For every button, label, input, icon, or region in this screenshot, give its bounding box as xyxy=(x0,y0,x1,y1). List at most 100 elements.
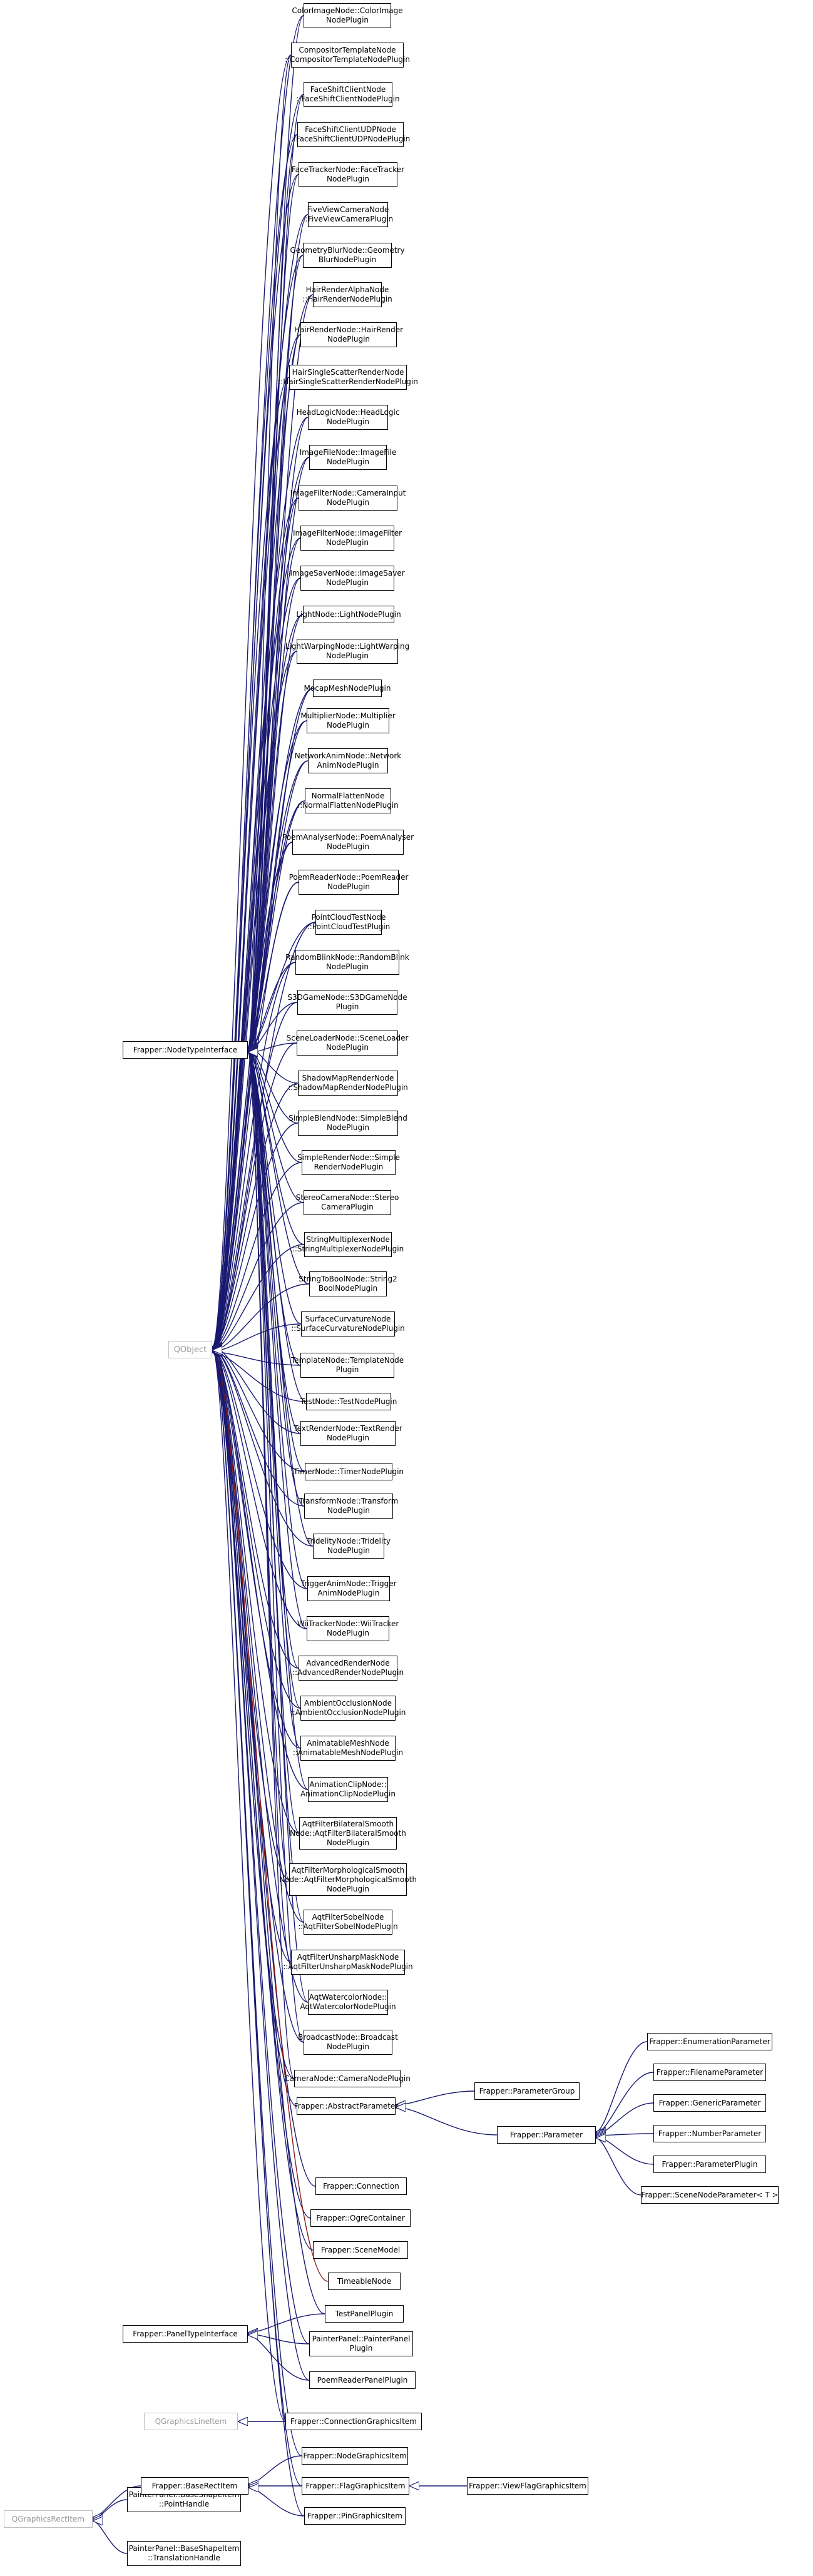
class-node-scene-model[interactable]: Frapper::SceneModel xyxy=(313,2241,408,2259)
class-node-n45[interactable]: AnimatableMeshNode::AnimatableMeshNodePl… xyxy=(293,1736,403,1761)
class-node-label: PainterPanel::PainterPanel xyxy=(312,2334,411,2343)
class-node-label: NetworkAnimNode::Network xyxy=(294,751,402,760)
class-node-filename-param[interactable]: Frapper::FilenameParameter xyxy=(653,2064,766,2081)
class-node-n04[interactable]: FaceShiftClientUDPNode::FaceShiftClientU… xyxy=(291,122,410,147)
class-node-n28[interactable]: ShadowMapRenderNode::ShadowMapRenderNode… xyxy=(288,1071,408,1096)
class-node-label: ImageSaverNode::ImageSaver xyxy=(290,569,405,578)
class-node-parameter[interactable]: Frapper::Parameter xyxy=(497,2126,596,2144)
class-node-n16[interactable]: LightNode::LightNodePlugin xyxy=(296,606,401,623)
class-node-n53[interactable]: CameraNode::CameraNodePlugin xyxy=(284,2070,411,2087)
inheritance-edge xyxy=(248,1047,309,1790)
class-node-label: NodePlugin xyxy=(327,882,371,891)
class-node-viewflag-graphics[interactable]: Frapper::ViewFlagGraphicsItem xyxy=(467,2477,588,2495)
class-node-n51[interactable]: AqtWatercolorNode::AqtWatercolorNodePlug… xyxy=(300,1990,396,2015)
class-node-n18[interactable]: MocapMeshNodePlugin xyxy=(304,680,391,697)
class-node-n43[interactable]: AdvancedRenderNode::AdvancedRenderNodePl… xyxy=(292,1656,404,1681)
class-node-abstract-param[interactable]: Frapper::AbstractParameter xyxy=(294,2097,398,2115)
class-node-test-panel[interactable]: TestPanelPlugin xyxy=(325,2305,404,2323)
class-node-base-rect[interactable]: Frapper::BaseRectItem xyxy=(141,2477,248,2495)
class-node-translation-handle[interactable]: PainterPanel::BaseShapeItem::Translation… xyxy=(127,2541,241,2566)
class-node-n21[interactable]: NormalFlattenNode::NormalFlattenNodePlug… xyxy=(297,788,399,813)
inheritance-edge xyxy=(596,2138,642,2196)
class-node-param-group[interactable]: Frapper::ParameterGroup xyxy=(474,2082,580,2100)
class-node-label: ImageFilterNode::ImageFilter xyxy=(293,529,402,537)
inheritance-edge xyxy=(212,1351,299,1669)
class-node-qobject[interactable]: QObject xyxy=(168,1341,212,1358)
class-node-panel-type-interface[interactable]: Frapper::PanelTypeInterface xyxy=(123,2325,248,2343)
class-node-n32[interactable]: StringMultiplexerNode::StringMultiplexer… xyxy=(292,1232,404,1257)
class-node-scene-node-param[interactable]: Frapper::SceneNodeParameter< T > xyxy=(641,2186,779,2204)
class-node-pin-graphics[interactable]: Frapper::PinGraphicsItem xyxy=(304,2507,406,2525)
class-node-label: TransformNode::Transform xyxy=(299,1497,399,1505)
class-node-connection[interactable]: Frapper::Connection xyxy=(315,2177,407,2195)
class-node-label: HairRenderNode::HairRender xyxy=(294,325,404,334)
class-node-n03[interactable]: FaceShiftClientNode::FaceShiftClientNode… xyxy=(296,82,400,107)
inheritance-edge xyxy=(596,2041,648,2132)
class-node-timeable-node[interactable]: TimeableNode xyxy=(328,2273,401,2290)
class-node-n50[interactable]: AqtFilterUnsharpMaskNode::AqtFilterUnsha… xyxy=(283,1950,413,1975)
class-node-number-param[interactable]: Frapper::NumberParameter xyxy=(653,2125,766,2142)
class-node-n24[interactable]: PointCloudTestNode::PointCloudTestPlugin xyxy=(307,910,390,935)
class-node-n38[interactable]: TimerNode::TimerNodePlugin xyxy=(294,1463,404,1480)
class-node-label: FaceShiftClientNode xyxy=(310,85,386,94)
class-node-flag-graphics[interactable]: Frapper::FlagGraphicsItem xyxy=(302,2477,409,2495)
class-node-label: NodePlugin xyxy=(325,16,369,24)
inheritance-edge xyxy=(396,2090,475,2105)
class-node-qgraphics-line[interactable]: QGraphicsLineItem xyxy=(144,2413,238,2430)
class-node-n08[interactable]: HairRenderAlphaNode::HairRenderNodePlugi… xyxy=(302,282,392,307)
class-node-n36[interactable]: TestNode::TestNodePlugin xyxy=(300,1393,397,1410)
class-node-n34[interactable]: SurfaceCurvatureNode::SurfaceCurvatureNo… xyxy=(291,1311,405,1336)
class-node-enum-param[interactable]: Frapper::EnumerationParameter xyxy=(647,2033,772,2050)
class-node-label: FaceTrackerNode::FaceTracker xyxy=(291,165,405,174)
class-node-ogre-container[interactable]: Frapper::OgreContainer xyxy=(310,2209,411,2227)
class-node-poem-reader-panel[interactable]: PoemReaderPanelPlugin xyxy=(309,2371,416,2389)
class-node-n06[interactable]: FiveViewCameraNode::FiveViewCameraPlugin xyxy=(303,202,393,227)
class-node-param-plugin[interactable]: Frapper::ParameterPlugin xyxy=(653,2156,766,2173)
class-node-label: ::FaceShiftClientNodePlugin xyxy=(296,94,400,103)
class-node-conn-graphics[interactable]: Frapper::ConnectionGraphicsItem xyxy=(285,2413,422,2430)
class-node-n02[interactable]: CompositorTemplateNode::CompositorTempla… xyxy=(285,43,410,68)
class-node-node-graphics[interactable]: Frapper::NodeGraphicsItem xyxy=(302,2447,408,2465)
class-node-generic-param[interactable]: Frapper::GenericParameter xyxy=(653,2094,766,2112)
class-node-n10[interactable]: HairSingleScatterRenderNode::HairSingleS… xyxy=(278,365,418,390)
class-node-node-type-interface[interactable]: Frapper::NodeTypeInterface xyxy=(123,1041,248,1059)
inheritance-edge xyxy=(248,2313,325,2333)
class-node-qgraphics-rect[interactable]: QGraphicsRectItem xyxy=(4,2510,93,2528)
class-node-n49[interactable]: AqtFilterSobelNode::AqtFilterSobelNodePl… xyxy=(298,1910,398,1935)
class-node-label: ::AnimatableMeshNodePlugin xyxy=(292,1748,404,1757)
inheritance-edge xyxy=(212,882,299,1350)
class-node-n46[interactable]: AnimationClipNode::AnimationClipNodePlug… xyxy=(300,1777,396,1802)
class-node-n44[interactable]: AmbientOcclusionNode::AmbientOcclusionNo… xyxy=(290,1696,406,1721)
